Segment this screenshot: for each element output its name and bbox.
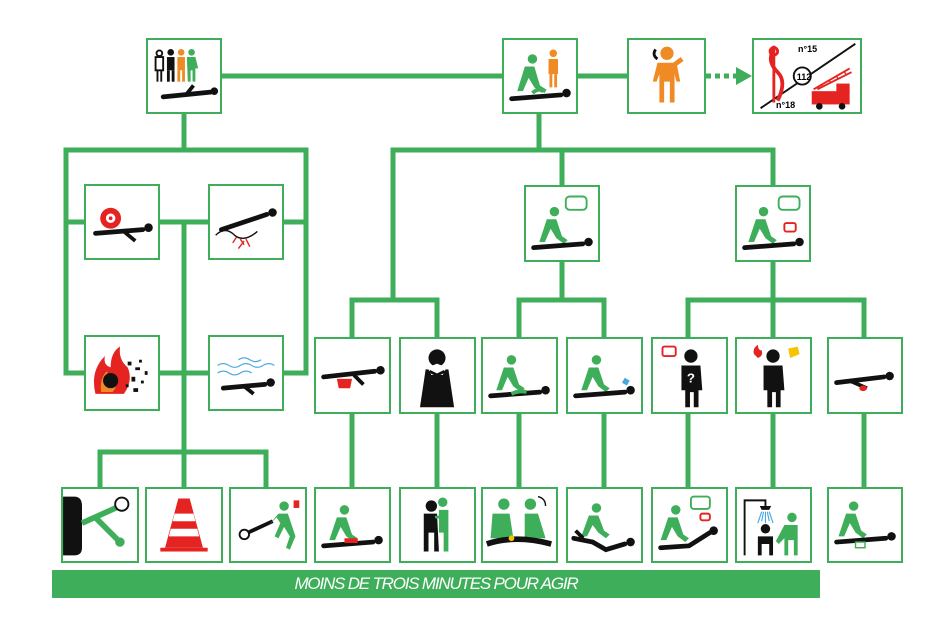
back-blows-box (399, 487, 476, 563)
burn-icon (753, 344, 800, 408)
electrocution-icon (215, 208, 277, 249)
europe-number: 112 (796, 72, 812, 82)
victim-bystanders-icon (154, 49, 219, 100)
unconscious-not-breathing-icon (573, 355, 635, 399)
electric-cut-box (61, 487, 139, 563)
evacuation-box (229, 487, 307, 563)
cooling-shower-box (735, 487, 812, 563)
fire-icon (93, 346, 148, 394)
choking-box (399, 337, 476, 414)
rescuer-helper-box (502, 38, 578, 114)
immobilization-box (827, 487, 903, 563)
back-blows-icon (423, 497, 449, 552)
time-limit-banner: MOINS DE TROIS MINUTES POUR AGIR (52, 570, 820, 598)
compression-box (314, 487, 391, 563)
evacuation-icon (238, 500, 300, 550)
unconscious-breathing-icon (488, 355, 550, 399)
rescuer-no-response-icon (742, 195, 804, 251)
recovery-position-box (481, 487, 558, 563)
rescuer-helper-icon (509, 49, 571, 102)
compression-icon (321, 505, 383, 549)
fire-box (84, 335, 160, 411)
svg-text:?: ? (687, 371, 695, 386)
malaise-icon: ? (661, 345, 703, 408)
trauma-box (827, 337, 903, 414)
heavy-bleeding-box (314, 337, 391, 414)
cooling-shower-icon (743, 499, 798, 556)
warning-cone-icon (160, 498, 208, 552)
choking-icon (419, 349, 455, 408)
victim-bystanders-box (146, 38, 222, 114)
emergency-services-icon (760, 43, 856, 110)
immobilization-icon (834, 501, 896, 549)
rescuer-talking-icon (531, 195, 593, 251)
drowning-box (208, 335, 284, 411)
unconscious-not-breathing-box (566, 337, 643, 414)
recovery-position-icon (485, 495, 552, 547)
trauma-icon (834, 371, 894, 392)
bleeding-icon (93, 207, 153, 243)
phone-caller-icon (652, 46, 684, 103)
electrocution-box (208, 184, 284, 260)
unconscious-breathing-box (481, 337, 558, 414)
rest-position-box (651, 487, 728, 563)
pompiers-number: n°18 (776, 100, 796, 110)
rescuer-talking-box (524, 185, 600, 262)
emergency-services-box: n°15 112 n°18 (752, 38, 862, 114)
samu-number: n°15 (798, 44, 818, 54)
heavy-bleeding-icon (321, 366, 385, 389)
cpr-box (566, 487, 643, 563)
phone-caller-box (627, 38, 706, 114)
malaise-box: ? (651, 337, 728, 414)
electric-cut-icon (63, 496, 130, 556)
rescuer-no-response-box (735, 185, 811, 262)
bleeding-box (84, 184, 160, 260)
warning-cone-box (145, 487, 223, 563)
rest-position-icon (658, 495, 718, 551)
cpr-icon (571, 503, 635, 553)
drowning-icon (217, 357, 275, 396)
burn-box (735, 337, 812, 414)
